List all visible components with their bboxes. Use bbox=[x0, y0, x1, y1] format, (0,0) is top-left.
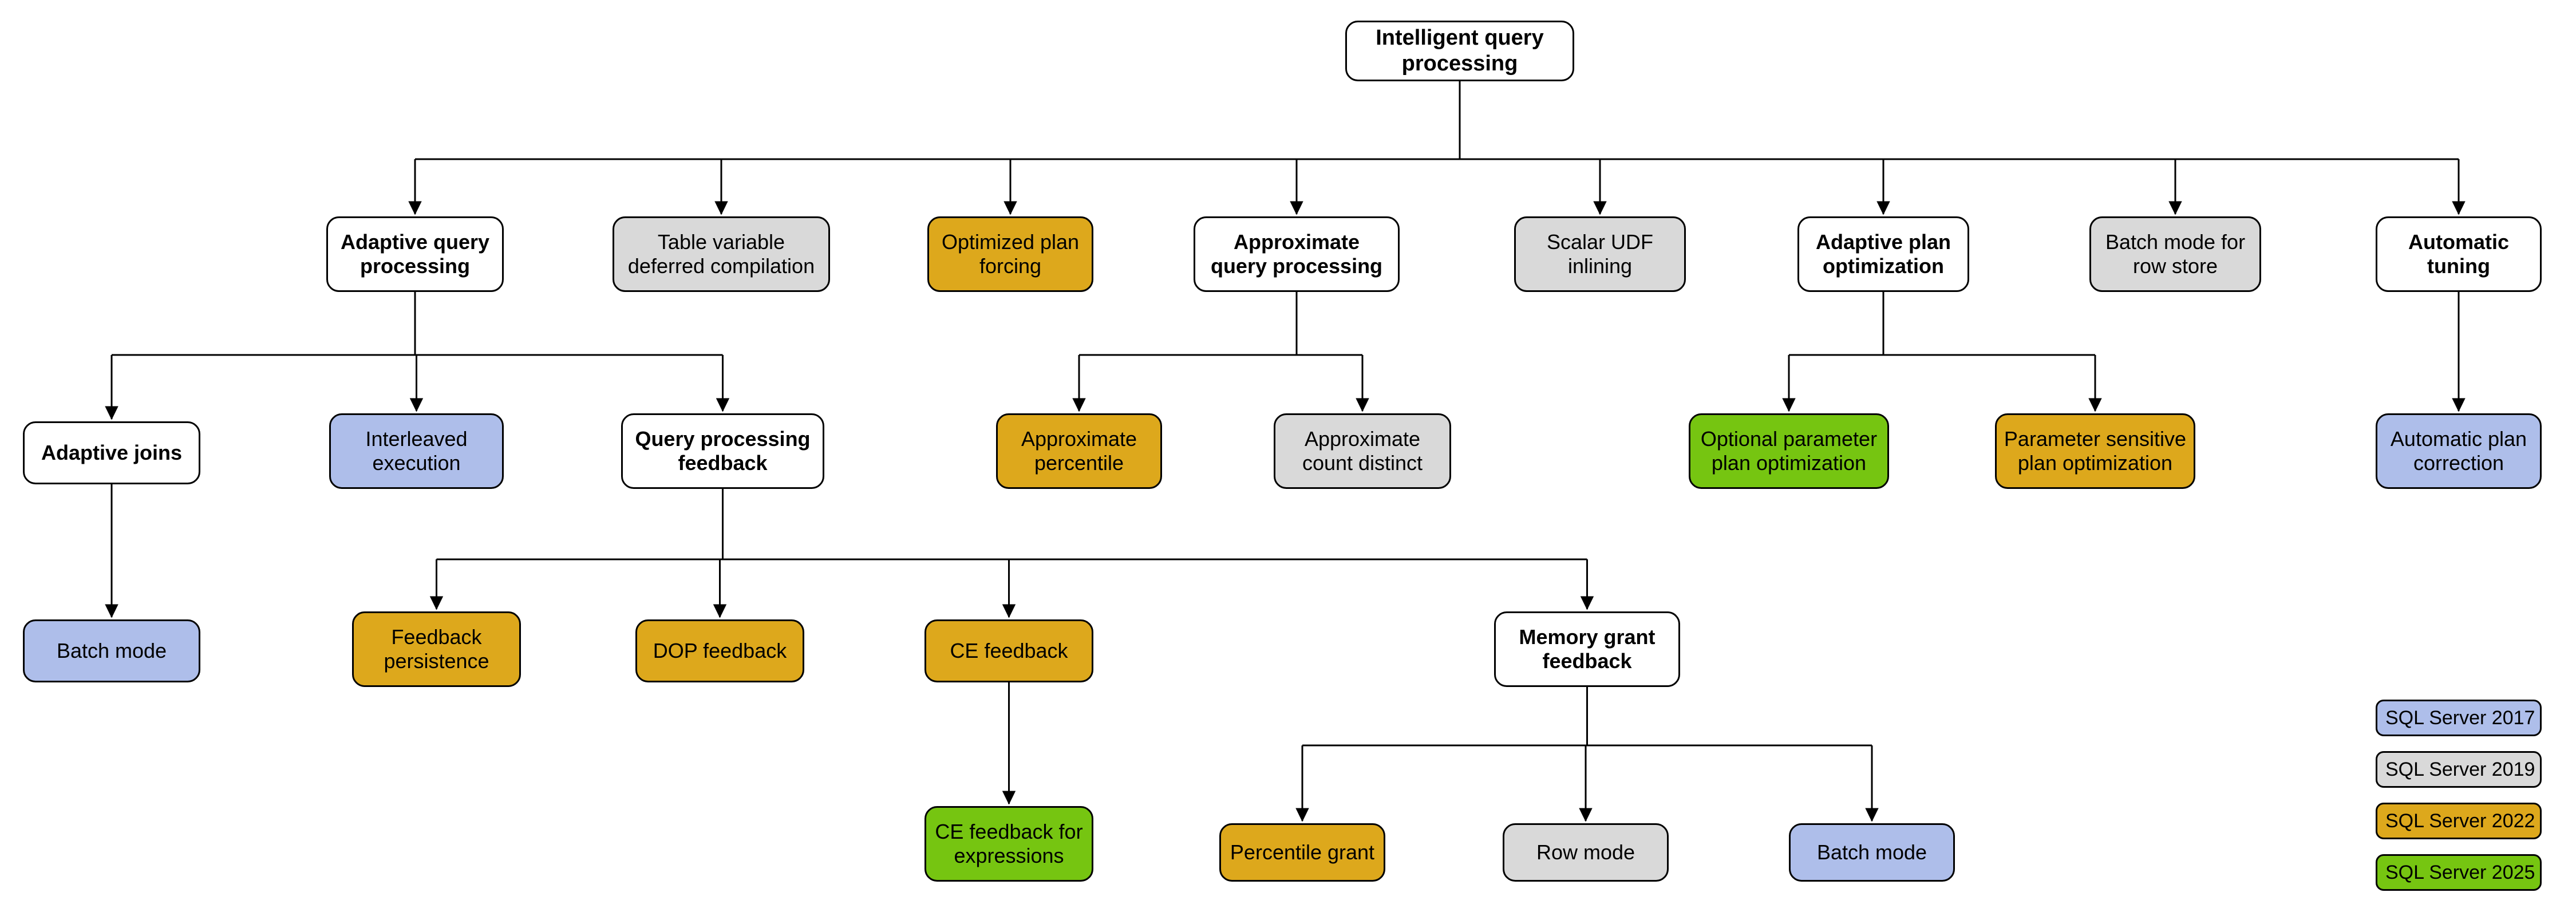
node-pspo[interactable]: Parameter sensitive plan optimization bbox=[1995, 413, 2195, 489]
node-approx[interactable]: Approximate query processing bbox=[1194, 216, 1400, 292]
node-sudf[interactable]: Scalar UDF inlining bbox=[1514, 216, 1686, 292]
node-rmode[interactable]: Row mode bbox=[1503, 823, 1669, 882]
legend-item-sql-server-2019: SQL Server 2019 bbox=[2376, 751, 2542, 788]
node-autot[interactable]: Automatic tuning bbox=[2376, 216, 2542, 292]
node-bmode1[interactable]: Batch mode bbox=[23, 619, 200, 682]
node-oppo[interactable]: Optional parameter plan optimization bbox=[1689, 413, 1889, 489]
node-apo[interactable]: Adaptive plan optimization bbox=[1797, 216, 1969, 292]
node-cef[interactable]: CE feedback bbox=[924, 619, 1093, 682]
node-fbp[interactable]: Feedback persistence bbox=[352, 611, 521, 687]
legend-item-sql-server-2022: SQL Server 2022 bbox=[2376, 803, 2542, 839]
node-apct[interactable]: Approximate percentile bbox=[996, 413, 1162, 489]
legend-item-sql-server-2025: SQL Server 2025 bbox=[2376, 854, 2542, 891]
node-cefe[interactable]: CE feedback for expressions bbox=[924, 806, 1093, 882]
node-pgrant[interactable]: Percentile grant bbox=[1219, 823, 1385, 882]
node-intexe[interactable]: Interleaved execution bbox=[329, 413, 504, 489]
node-bmode2[interactable]: Batch mode bbox=[1789, 823, 1955, 882]
node-qpf[interactable]: Query processing feedback bbox=[621, 413, 824, 489]
node-acd[interactable]: Approximate count distinct bbox=[1274, 413, 1451, 489]
node-dopf[interactable]: DOP feedback bbox=[635, 619, 804, 682]
legend-item-sql-server-2017: SQL Server 2017 bbox=[2376, 700, 2542, 736]
node-root[interactable]: Intelligent query processing bbox=[1345, 21, 1574, 81]
node-mgf[interactable]: Memory grant feedback bbox=[1494, 611, 1680, 687]
node-tvdc[interactable]: Table variable deferred compilation bbox=[613, 216, 830, 292]
node-ajoin[interactable]: Adaptive joins bbox=[23, 421, 200, 484]
node-bmrs[interactable]: Batch mode for row store bbox=[2089, 216, 2261, 292]
node-opf[interactable]: Optimized plan forcing bbox=[927, 216, 1093, 292]
node-apc[interactable]: Automatic plan correction bbox=[2376, 413, 2542, 489]
node-aqp[interactable]: Adaptive query processing bbox=[326, 216, 504, 292]
